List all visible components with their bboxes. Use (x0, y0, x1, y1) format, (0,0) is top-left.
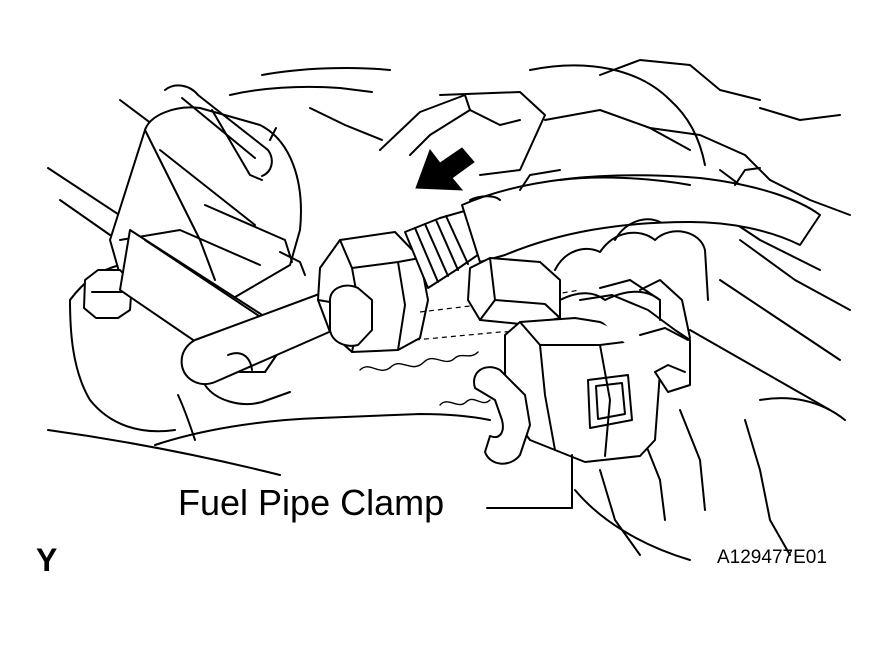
fuel-pipe-left (180, 289, 353, 406)
wire-harness (554, 218, 709, 301)
fuel-hose (404, 167, 821, 289)
fuel-pipe-clamp (467, 257, 691, 465)
quick-connector (317, 231, 433, 353)
view-letter: Y (36, 542, 57, 578)
break-lines (359, 351, 491, 406)
callout-leader (486, 454, 573, 509)
callout-label: Fuel Pipe Clamp (178, 482, 444, 523)
figure-code: A129477E01 (717, 547, 827, 568)
arrow-icon (415, 147, 475, 191)
